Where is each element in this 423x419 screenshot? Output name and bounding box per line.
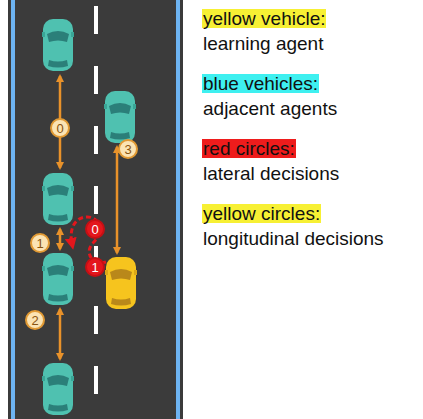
longitudinal-decision-circle: 3 <box>118 139 138 159</box>
callout-number: 1 <box>36 237 43 250</box>
longitudinal-decision-circle: 2 <box>25 310 45 330</box>
lane-dashes <box>94 6 98 394</box>
adjacent-vehicle <box>42 173 74 225</box>
legend-text: red circles: lateral decisions <box>203 136 343 186</box>
lateral-decision-circle: 1 <box>85 257 105 277</box>
lane-dash <box>94 126 98 154</box>
legend-entry: yellow vehicle: learning agent <box>203 6 329 56</box>
legend-entry: yellow circles: longitudinal decisions <box>203 201 387 251</box>
lane-dash <box>94 6 98 34</box>
learning-vehicle <box>105 257 137 309</box>
legend-text: yellow circles: longitudinal decisions <box>203 201 387 251</box>
lane-dash <box>94 66 98 94</box>
lane-dash <box>94 186 98 214</box>
adjacent-vehicle <box>42 253 74 305</box>
lane-dash <box>94 306 98 334</box>
adjacent-vehicle <box>42 19 74 71</box>
gap-arrow <box>59 309 62 359</box>
callout-number: 2 <box>31 314 38 327</box>
gap-arrow <box>59 229 62 249</box>
lane-dash <box>94 366 98 394</box>
legend-entry: red circles: lateral decisions <box>203 136 343 186</box>
adjacent-vehicle <box>104 91 136 143</box>
legend-text: blue vehicles: adjacent agents <box>203 71 341 121</box>
gap-arrow <box>116 147 119 253</box>
road-edge <box>176 0 180 419</box>
adjacent-vehicle <box>42 363 74 415</box>
callout-number: 3 <box>124 143 131 156</box>
legend-entry: blue vehicles: adjacent agents <box>203 71 341 121</box>
lateral-decision-circle: 0 <box>85 219 105 239</box>
road-surface <box>8 0 183 419</box>
callout-number: 0 <box>91 223 98 236</box>
longitudinal-decision-circle: 0 <box>50 118 70 138</box>
callout-number: 0 <box>56 122 63 135</box>
longitudinal-decision-circle: 1 <box>30 233 50 253</box>
legend-text: yellow vehicle: learning agent <box>203 6 329 56</box>
road-edge <box>11 0 15 419</box>
callout-number: 1 <box>91 261 98 274</box>
lane-change-arrow <box>71 217 106 263</box>
